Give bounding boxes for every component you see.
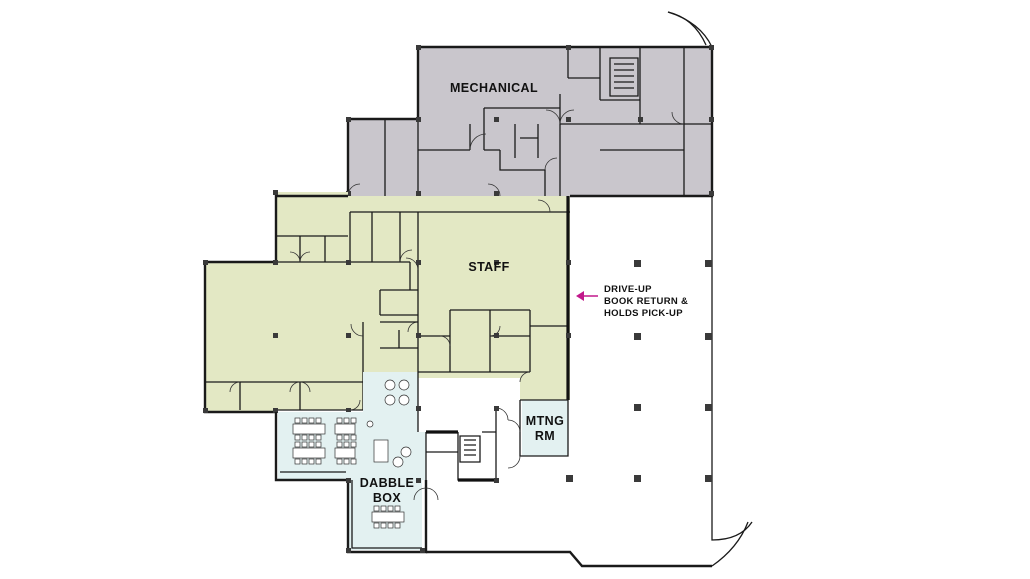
chair <box>350 434 357 441</box>
arrow-head-icon <box>576 291 584 301</box>
dabble-box-label-line1: DABBLE <box>360 476 414 490</box>
staff-zone: STAFF <box>203 190 571 414</box>
chair <box>350 441 357 448</box>
chair <box>350 417 357 424</box>
drive-up-annotation: DRIVE-UP BOOK RETURN & HOLDS PICK-UP <box>576 284 688 319</box>
dabble-box-label-line2: BOX <box>373 491 402 505</box>
chair <box>301 434 308 441</box>
staff-fill <box>205 192 570 412</box>
chair <box>394 505 401 512</box>
chair <box>336 441 343 448</box>
chair <box>308 458 315 465</box>
drive-up-canopy <box>426 196 753 568</box>
chair <box>301 417 308 424</box>
annotation-line3: HOLDS PICK-UP <box>604 308 683 319</box>
chair <box>343 441 350 448</box>
chair <box>315 441 322 448</box>
chair <box>350 458 357 465</box>
chair <box>373 522 380 529</box>
public-zone: DABBLE BOX MTNG RM <box>274 372 569 554</box>
chair <box>308 417 315 424</box>
chair <box>308 434 315 441</box>
chair <box>294 417 301 424</box>
chair <box>343 434 350 441</box>
chair <box>394 522 401 529</box>
chair <box>380 522 387 529</box>
mechanical-zone: MECHANICAL <box>346 11 714 200</box>
chair <box>336 434 343 441</box>
chair <box>336 458 343 465</box>
chair <box>336 417 343 424</box>
chair <box>387 505 394 512</box>
chair <box>380 505 387 512</box>
stair-icon <box>459 435 481 463</box>
chair <box>315 434 322 441</box>
chair <box>294 434 301 441</box>
chair <box>315 417 322 424</box>
chair <box>373 505 380 512</box>
chair <box>301 441 308 448</box>
chair <box>294 458 301 465</box>
chair <box>387 522 394 529</box>
chair <box>343 458 350 465</box>
stair-icon <box>609 57 639 97</box>
annotation-line1: DRIVE-UP <box>604 284 652 295</box>
meeting-room-fill <box>522 400 568 456</box>
meeting-room-label-line2: RM <box>535 429 555 443</box>
mechanical-fill <box>348 47 712 200</box>
mechanical-label: MECHANICAL <box>450 81 538 95</box>
staff-label: STAFF <box>468 260 509 274</box>
annotation-line2: BOOK RETURN & <box>604 296 688 307</box>
chair <box>301 458 308 465</box>
furniture <box>292 379 412 529</box>
chair <box>343 417 350 424</box>
chair <box>294 441 301 448</box>
chair <box>308 441 315 448</box>
meeting-room-label-line1: MTNG <box>526 414 564 428</box>
chair <box>315 458 322 465</box>
